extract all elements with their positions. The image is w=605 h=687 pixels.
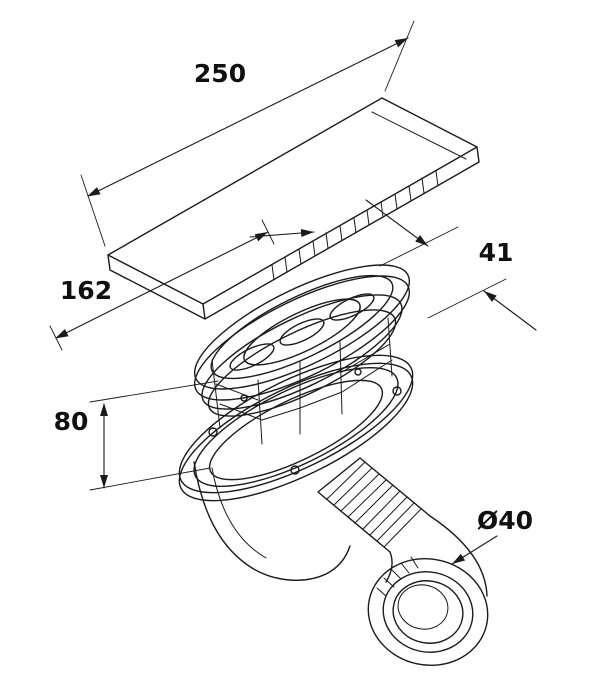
leader-arrow-line [451,535,498,565]
dim-lid-width: 162 [49,219,275,351]
body-rim-outer [178,354,414,494]
drain-flange [193,264,411,417]
lid-bevel-line [371,111,467,160]
body-screws [208,386,402,475]
strainer-slots [229,293,375,371]
extension-line [89,380,219,403]
flange-lower-ring-2 [207,309,397,417]
body-seat [208,379,384,481]
strainer-cartridge [211,317,393,445]
dim-lid-length-label: 250 [194,59,246,88]
socket-ring [382,571,474,653]
drawing: 250 162 41 80 Ø40 [49,20,537,667]
extension-line [89,467,211,491]
lid-lip [107,146,480,320]
cover-lid [107,97,480,320]
socket-thread-ticks [376,556,419,597]
body-bowl-inner [211,467,267,559]
dimension-arrow-line [87,37,409,197]
dim-body-height: 80 [54,380,219,491]
extension-line [384,20,415,92]
flange-outer-ring-thickness [193,275,411,401]
bayonet-lug [240,394,248,402]
dimension-arrow [365,199,429,247]
flange-inner-ring [210,274,394,380]
dim-flange-width: 41 [365,199,537,331]
flange-lower-ring [201,294,403,410]
socket-outer [367,557,489,667]
vent-slats [271,170,439,281]
socket-bore-depth [397,584,449,630]
dim-outlet-diameter: Ø40 [451,506,533,565]
extension-line [427,278,507,319]
extension-line [80,174,106,247]
elbow-inner-curve [385,551,393,583]
socket-opening [367,557,489,667]
lid-top-face [107,97,478,305]
dimension-arrow [483,290,537,331]
dim-flange-width-label: 41 [479,238,514,267]
dim-body-height-label: 80 [54,407,89,436]
dim-lid-width-label: 162 [60,276,112,305]
extension-line [379,226,459,267]
body-bowl [193,461,351,581]
bayonet-lug [354,368,362,376]
body-rim-thickness [178,362,414,502]
trap-body [178,354,414,581]
body-rim-inner [193,366,399,488]
thread-hatching [326,461,422,548]
strainer-plate [243,298,361,366]
threaded-nipple [317,457,431,553]
elbow-outer-curve [429,515,488,597]
dim-outlet-diameter-label: Ø40 [477,506,533,535]
socket-bore [392,580,464,644]
outlet-elbow [317,457,489,667]
dimension-arrow-line [55,231,269,339]
